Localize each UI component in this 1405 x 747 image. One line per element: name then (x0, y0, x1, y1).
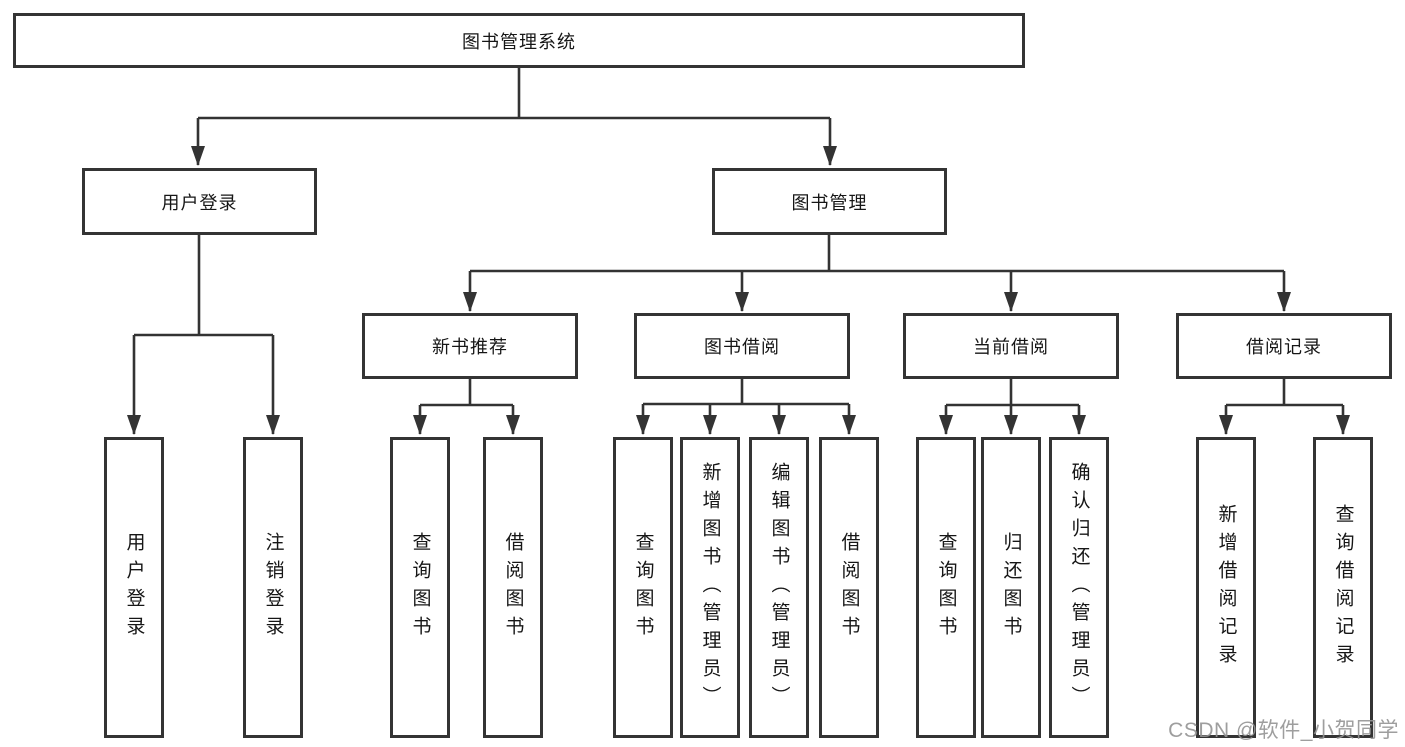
leaf-edit-book-admin-label: 编辑图书（管理员） (768, 461, 790, 714)
leaf-query-borrow-record-label: 查询借阅记录 (1332, 503, 1354, 672)
node-user-login-label: 用户登录 (161, 192, 238, 213)
leaf-return-book-label: 归还图书 (1000, 531, 1022, 644)
node-new-book-recommend-label: 新书推荐 (432, 337, 508, 357)
leaf-add-book-admin: 新增图书（管理员） (680, 437, 740, 738)
node-book-borrow: 图书借阅 (634, 313, 850, 379)
node-borrow-record: 借阅记录 (1176, 313, 1392, 379)
leaf-query-borrow-record: 查询借阅记录 (1313, 437, 1373, 738)
leaf-recommend-query-book: 查询图书 (390, 437, 450, 738)
leaf-current-query-book: 查询图书 (916, 437, 976, 738)
node-book-borrow-label: 图书借阅 (704, 337, 780, 357)
leaf-add-book-admin-label: 新增图书（管理员） (699, 461, 721, 714)
leaf-logout: 注销登录 (243, 437, 303, 738)
leaf-borrow-query-book: 查询图书 (613, 437, 673, 738)
node-new-book-recommend: 新书推荐 (362, 313, 578, 379)
node-book-management: 图书管理 (712, 168, 947, 235)
leaf-recommend-borrow-book: 借阅图书 (483, 437, 543, 738)
leaf-return-book: 归还图书 (981, 437, 1041, 738)
node-user-login: 用户登录 (82, 168, 317, 235)
leaf-add-borrow-record-label: 新增借阅记录 (1215, 503, 1237, 672)
leaf-borrow-book-label: 借阅图书 (838, 531, 860, 644)
leaf-user-login: 用户登录 (104, 437, 164, 738)
leaf-recommend-query-book-label: 查询图书 (409, 531, 431, 644)
node-current-borrow-label: 当前借阅 (973, 337, 1049, 357)
leaf-recommend-borrow-book-label: 借阅图书 (502, 531, 524, 644)
leaf-borrow-book: 借阅图书 (819, 437, 879, 738)
node-book-management-label: 图书管理 (791, 192, 868, 213)
leaf-confirm-return-admin: 确认归还（管理员） (1049, 437, 1109, 738)
node-current-borrow: 当前借阅 (903, 313, 1119, 379)
leaf-borrow-query-book-label: 查询图书 (632, 531, 654, 644)
leaf-user-login-label: 用户登录 (123, 531, 145, 644)
node-borrow-record-label: 借阅记录 (1246, 337, 1322, 357)
node-root-system: 图书管理系统 (13, 13, 1025, 68)
leaf-confirm-return-admin-label: 确认归还（管理员） (1068, 461, 1090, 714)
leaf-edit-book-admin: 编辑图书（管理员） (749, 437, 809, 738)
leaf-add-borrow-record: 新增借阅记录 (1196, 437, 1256, 738)
node-root-system-label: 图书管理系统 (462, 31, 576, 52)
leaf-logout-label: 注销登录 (262, 531, 284, 644)
leaf-current-query-book-label: 查询图书 (935, 531, 957, 644)
